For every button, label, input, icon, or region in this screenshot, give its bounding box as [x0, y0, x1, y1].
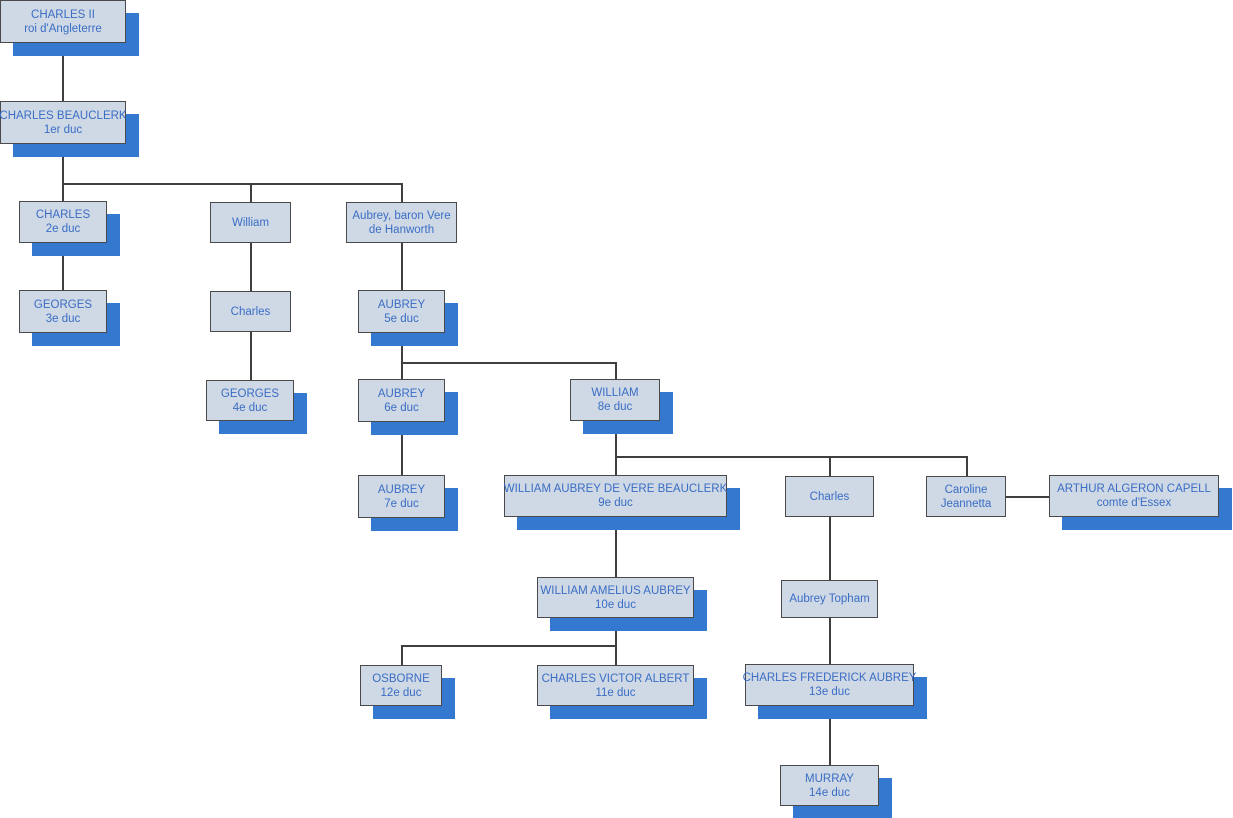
connector-line: [401, 645, 403, 666]
person-name: Aubrey Topham: [789, 593, 870, 605]
connector-line: [966, 456, 968, 477]
person-node-arthur-algeron-capell[interactable]: ARTHUR ALGERON CAPELL comte d'Essex: [1049, 475, 1219, 517]
person-node-william-8[interactable]: WILLIAM 8e duc: [570, 379, 660, 421]
person-title: de Hanworth: [368, 223, 435, 236]
person-name: AUBREY: [377, 387, 426, 400]
person-name: WILLIAM AUBREY DE VERE BEAUCLERK: [503, 483, 728, 495]
connector-line: [615, 517, 617, 578]
person-node-charles-2[interactable]: CHARLES 2e duc: [19, 201, 107, 243]
person-title: 10e duc: [595, 598, 636, 611]
person-name: ARTHUR ALGERON CAPELL: [1057, 483, 1211, 495]
connector-line: [829, 706, 831, 766]
person-name: William: [231, 216, 270, 229]
connector-line: [250, 243, 252, 292]
person-name: GEORGES: [33, 298, 93, 311]
person-name: MURRAY: [805, 772, 854, 785]
connector-line: [62, 183, 64, 202]
person-title: 1er duc: [43, 123, 83, 136]
connector-line: [62, 144, 64, 184]
connector-line: [615, 362, 617, 380]
person-title: 6e duc: [384, 401, 419, 414]
person-name: Charles: [809, 490, 850, 503]
person-title: 4e duc: [232, 401, 268, 414]
person-title: 11e duc: [595, 686, 636, 699]
person-name: GEORGES: [220, 387, 280, 400]
person-title: 3e duc: [45, 312, 81, 325]
person-name: CHARLES: [35, 209, 91, 221]
person-name: Caroline: [944, 483, 988, 496]
person-node-charles-frederick-aubrey-13[interactable]: CHARLES FREDERICK AUBREY 13e duc: [742, 664, 917, 706]
connector-line: [615, 456, 967, 458]
person-title: 9e duc: [598, 497, 633, 509]
connector-line: [250, 332, 252, 381]
connector-line: [829, 456, 831, 477]
connector-line: [401, 645, 616, 647]
person-node-william-aubrey-de-vere-beauclerk-9[interactable]: WILLIAM AUBREY DE VERE BEAUCLERK 9e duc: [504, 475, 727, 517]
person-name: Aubrey, baron Vere: [352, 209, 451, 222]
person-title: 8e duc: [597, 401, 633, 413]
connector-line: [1006, 496, 1050, 498]
person-name: Charles: [230, 305, 271, 318]
connector-line: [401, 362, 616, 364]
person-title: roi d'Angleterre: [24, 22, 102, 35]
connector-line: [615, 456, 617, 476]
person-node-aubrey-topham[interactable]: Aubrey Topham: [781, 580, 878, 618]
connector-line: [401, 362, 403, 380]
connector-line: [62, 43, 64, 101]
person-node-charles-c[interactable]: Charles: [785, 476, 874, 517]
connector-line: [829, 618, 831, 665]
person-name: WILLIAM AMELIUS AUBREY: [540, 584, 691, 597]
person-node-charles-b[interactable]: Charles: [210, 291, 291, 332]
person-name: AUBREY: [377, 298, 426, 311]
person-name: WILLIAM: [591, 387, 639, 399]
person-title: 2e duc: [45, 223, 81, 235]
person-name: CHARLES BEAUCLERK: [0, 109, 127, 122]
person-name: CHARLES FREDERICK AUBREY: [742, 672, 917, 684]
connector-line: [62, 183, 401, 185]
person-title: 12e duc: [380, 686, 422, 699]
person-title: 13e duc: [809, 686, 850, 698]
person-title: 14e duc: [809, 786, 850, 799]
person-node-william-a[interactable]: William: [210, 202, 291, 243]
connector-line: [401, 333, 403, 362]
connector-line: [401, 243, 403, 291]
person-name: CHARLES VICTOR ALBERT: [541, 672, 690, 685]
person-title: Jeannetta: [940, 497, 992, 510]
person-name: CHARLES II: [31, 8, 95, 21]
connector-line: [401, 183, 403, 203]
connector-line: [62, 243, 64, 291]
connector-line: [615, 618, 617, 646]
person-title: comte d'Essex: [1096, 497, 1172, 509]
person-name: OSBORNE: [372, 672, 430, 685]
connector-line: [829, 517, 831, 581]
connector-line: [250, 183, 252, 203]
connector-line: [615, 645, 617, 666]
person-title: 7e duc: [384, 497, 419, 510]
person-name: AUBREY: [377, 483, 426, 496]
connector-line: [615, 421, 617, 457]
person-title: 5e duc: [384, 312, 419, 325]
connector-line: [401, 422, 403, 476]
